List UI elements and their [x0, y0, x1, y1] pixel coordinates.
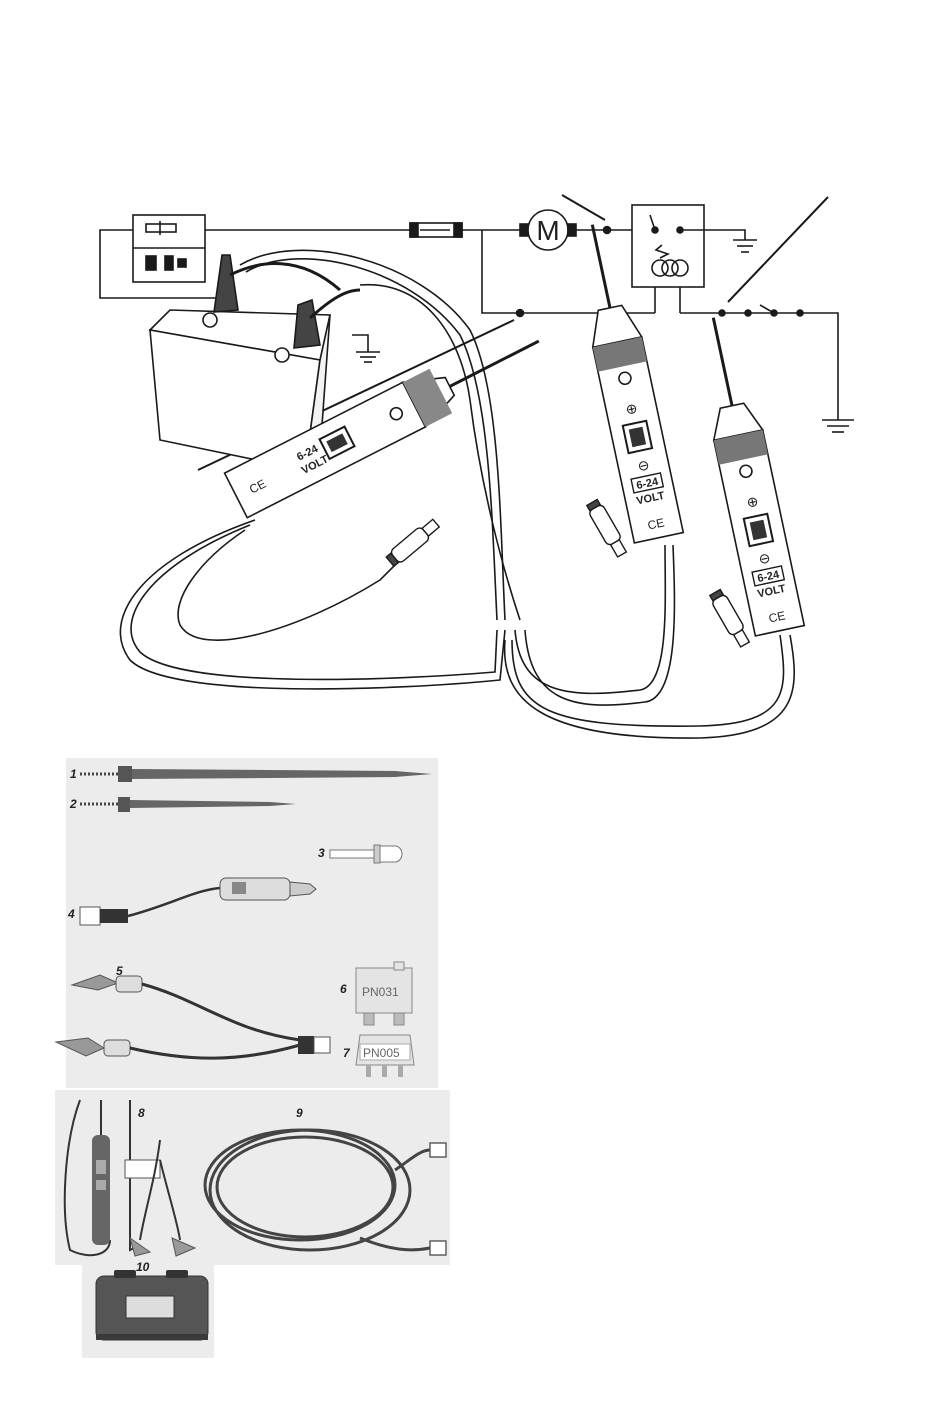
- part-7-code: PN005: [363, 1046, 400, 1060]
- motor-label: M: [536, 215, 559, 246]
- part-8-number: 8: [138, 1106, 145, 1120]
- part-10-number: 10: [136, 1260, 150, 1274]
- part-4-number: 4: [67, 907, 75, 921]
- part-6-code: PN031: [362, 985, 399, 999]
- switch-symbol: [719, 305, 803, 316]
- relay-symbol: [632, 205, 704, 313]
- accessories-photo: 1 2 3 4 5: [55, 758, 450, 1358]
- ground-symbol-switch: [822, 420, 854, 432]
- plug-connectors: [385, 498, 752, 648]
- ground-symbol-relay: [733, 240, 757, 252]
- motor-symbol: M: [520, 210, 576, 250]
- part-9-number: 9: [296, 1106, 303, 1120]
- part-6-number: 6: [340, 982, 347, 996]
- part-2-number: 2: [69, 797, 77, 811]
- battery-symbol: [133, 215, 205, 282]
- fuse-symbol: [410, 223, 462, 237]
- part-3-number: 3: [318, 846, 325, 860]
- part-1-number: 1: [70, 767, 77, 781]
- probe-right: ⊕ ⊖ 6-24 VOLT CE: [689, 313, 804, 636]
